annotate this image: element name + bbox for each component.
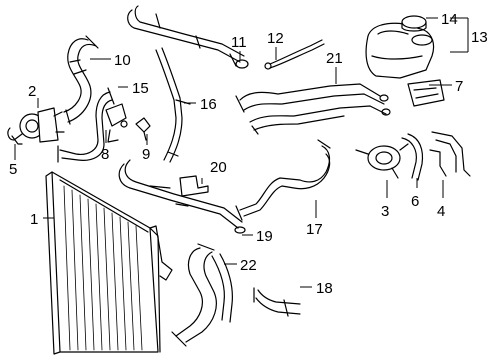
callout-18: 18: [316, 280, 333, 297]
pipe-19: [118, 159, 246, 234]
hose-15: [57, 87, 115, 163]
callout-7: 7: [455, 78, 463, 95]
bracket-20: [179, 175, 209, 197]
callout-21: 21: [326, 50, 343, 67]
callout-14: 14: [441, 11, 458, 28]
hose-10: [63, 35, 99, 125]
callout-1: 1: [30, 211, 38, 228]
callout-16: 16: [200, 96, 217, 113]
pump-bracket: [401, 133, 424, 181]
coolant-pump: [19, 107, 65, 143]
reservoir: [365, 22, 435, 79]
reservoir-cap: [401, 15, 427, 32]
callout-6: 6: [411, 193, 419, 210]
hose-17: [235, 139, 331, 221]
callout-20: 20: [210, 159, 227, 176]
hose-16: [155, 47, 191, 163]
callout-15: 15: [132, 80, 149, 97]
callout-5: 5: [9, 161, 17, 178]
leader-lines: [14, 17, 469, 288]
hose-11: [127, 5, 249, 69]
callout-11: 11: [231, 34, 247, 51]
clip: [7, 127, 23, 145]
callout-13: 13: [471, 29, 488, 46]
vent-hose: [264, 39, 325, 70]
callout-19: 19: [256, 228, 273, 245]
mounting-bracket: [429, 131, 471, 177]
bracket-7: [407, 79, 445, 107]
radiator: [45, 171, 173, 355]
callout-22: 22: [240, 257, 257, 274]
callout-17: 17: [306, 221, 323, 238]
callout-12: 12: [267, 30, 284, 47]
callout-10: 10: [114, 52, 131, 69]
connector: [105, 103, 128, 143]
clamp: [135, 117, 151, 141]
auxiliary-water-pump: [355, 143, 409, 179]
callout-9: 9: [142, 146, 150, 163]
pipe-assembly: [235, 83, 391, 135]
lower-hose: [171, 243, 233, 347]
hose-18: [253, 287, 301, 317]
callout-8: 8: [101, 146, 109, 163]
callout-2: 2: [28, 83, 36, 100]
callout-4: 4: [437, 203, 445, 220]
callout-3: 3: [381, 203, 389, 220]
